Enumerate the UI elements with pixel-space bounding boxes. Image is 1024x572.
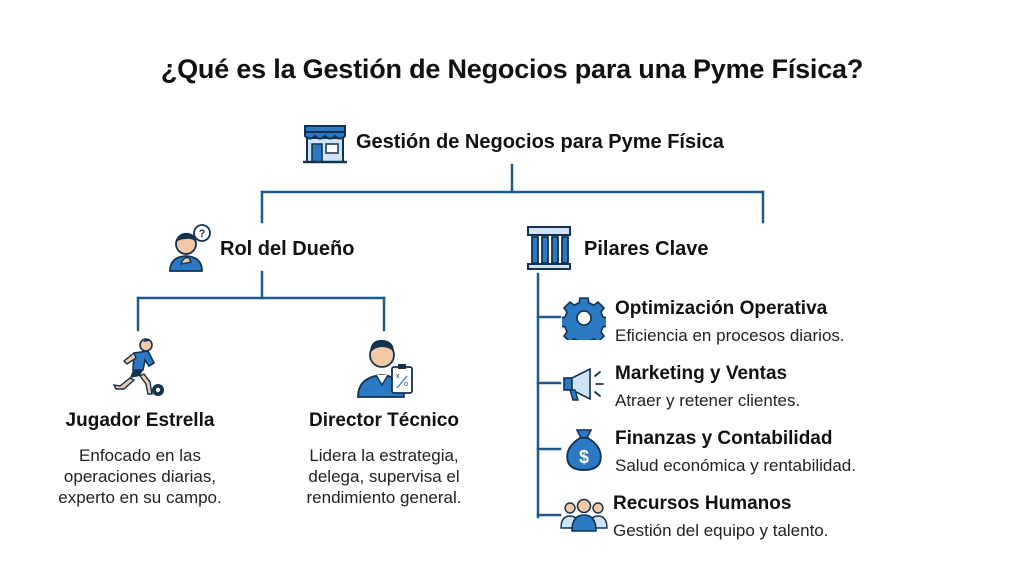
columns-building-icon (527, 226, 571, 270)
pillar-desc-marketing: Atraer y retener clientes. (615, 391, 801, 410)
owner-node-label: Rol del Dueño (220, 238, 355, 260)
role-desc-line: delega, supervisa el (308, 467, 460, 486)
svg-text:o: o (404, 381, 408, 388)
gear-icon (562, 297, 606, 340)
pillar-desc-operations: Eficiencia en procesos diarios. (615, 326, 845, 345)
role-desc-line: Enfocado en las (79, 446, 201, 465)
store-icon (303, 125, 347, 164)
pillar-desc-finance: Salud económica y rentabilidad. (615, 456, 856, 475)
pillar-desc-hr: Gestión del equipo y talento. (613, 521, 829, 540)
pillar-title-hr: Recursos Humanos (613, 493, 792, 514)
svg-text:?: ? (199, 228, 206, 240)
team-icon (560, 498, 608, 532)
svg-text:$: $ (579, 447, 589, 467)
soccer-player-icon (112, 338, 164, 396)
role-title-star-player: Jugador Estrella (65, 410, 215, 431)
role-desc-line: rendimiento general. (306, 488, 462, 507)
page-title: ¿Qué es la Gestión de Negocios para una … (160, 54, 864, 84)
thinking-person-icon: ? (169, 224, 211, 272)
role-title-technical-director: Director Técnico (309, 410, 459, 431)
role-desc-line: Lidera la estrategia, (309, 446, 459, 465)
svg-text:x: x (396, 373, 400, 380)
money-bag-icon: $ (566, 429, 602, 471)
pillars-node-label: Pilares Clave (584, 238, 709, 260)
role-desc-line: operaciones diarias, (63, 467, 217, 486)
role-desc-technical-director: Lidera la estrategia, delega, supervisa … (274, 445, 494, 508)
megaphone-icon (563, 367, 604, 401)
role-desc-line: experto en su campo. (58, 488, 222, 507)
pillar-title-operations: Optimización Operativa (615, 298, 828, 319)
role-desc-star-player: Enfocado en las operaciones diarias, exp… (30, 445, 250, 508)
pillar-title-finance: Finanzas y Contabilidad (615, 428, 833, 449)
pillar-title-marketing: Marketing y Ventas (615, 363, 788, 384)
coach-clipboard-icon: x o (357, 339, 413, 398)
root-node-label: Gestión de Negocios para Pyme Física (356, 131, 724, 153)
